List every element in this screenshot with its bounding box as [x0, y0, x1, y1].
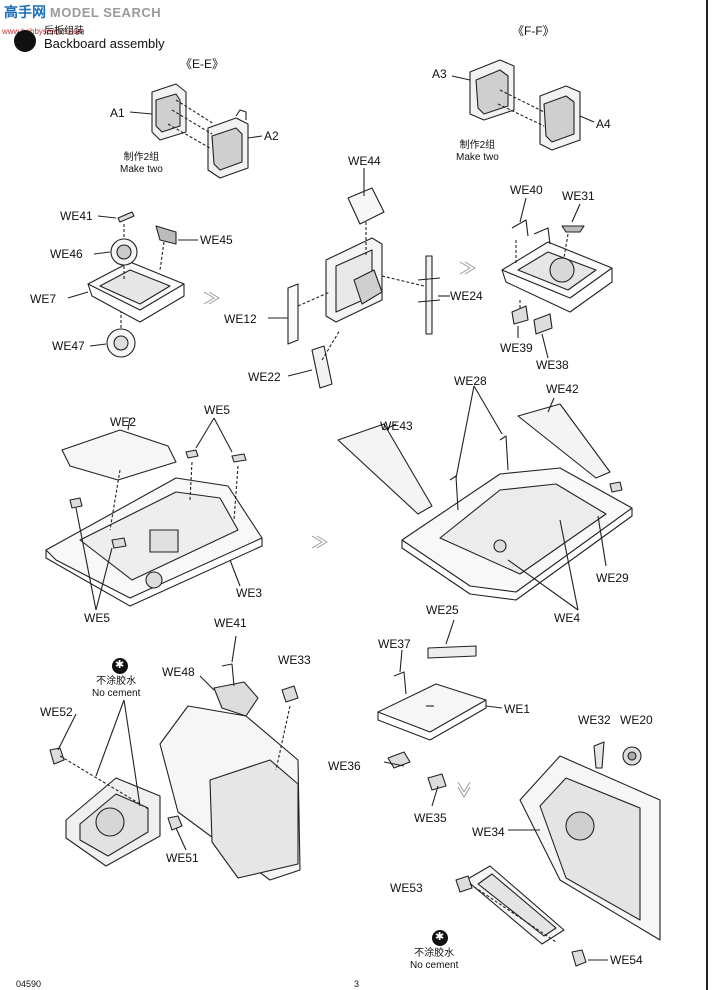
watermark-url: www.hobbysearch.com [2, 27, 85, 36]
no-cement-note-left: 不涂胶水 No cement [92, 676, 140, 700]
part-label-we28: WE28 [454, 374, 487, 388]
we12-panel-assembly [268, 168, 450, 389]
part-label-we41: WE41 [60, 209, 93, 223]
part-label-we35: WE35 [414, 811, 447, 825]
part-label-we38: WE38 [536, 358, 569, 372]
part-label-we53: WE53 [390, 881, 423, 895]
make-two-cn: 制作2组 [123, 152, 160, 163]
step-title-cn: 后板组装 [44, 26, 84, 37]
rear-hull-right-assembly [377, 619, 661, 967]
part-label-we7: WE7 [30, 292, 57, 306]
make-two-cn: 制作2组 [459, 140, 496, 151]
rear-hull-left-assembly [49, 635, 301, 881]
we7-box-assembly [67, 211, 198, 358]
no-cement-en: No cement [410, 960, 459, 971]
part-label-we29: WE29 [596, 571, 629, 585]
part-label-a2: A2 [264, 129, 279, 143]
watermark: 高手网 MODEL SEARCH [4, 2, 161, 22]
part-label-we22: WE22 [248, 370, 281, 384]
part-label-we40: WE40 [510, 183, 543, 197]
part-label-we5-bottom: WE5 [84, 611, 111, 625]
no-cement-en: No cement [92, 688, 141, 699]
part-label-we41-b: WE41 [214, 616, 247, 630]
part-label-we39: WE39 [500, 341, 533, 355]
no-cement-icon [432, 930, 448, 946]
part-label-we1: WE1 [504, 702, 531, 716]
jerrycan-ff [451, 59, 595, 151]
part-label-we46: WE46 [50, 247, 83, 261]
make-two-en: Make two [120, 164, 163, 175]
part-label-we3: WE3 [236, 586, 263, 600]
part-label-we48: WE48 [162, 665, 195, 679]
part-label-we2: WE2 [110, 415, 137, 429]
part-label-we32: WE32 [578, 713, 611, 727]
make-two-note-ff: 制作2组 Make two [456, 140, 499, 164]
part-label-we44: WE44 [348, 154, 381, 168]
part-label-we5-top: WE5 [204, 403, 231, 417]
part-label-we25: WE25 [426, 603, 459, 617]
part-label-a3: A3 [432, 67, 447, 81]
part-label-we45: WE45 [200, 233, 233, 247]
we4-floor-assembly [337, 385, 633, 611]
we31-box-assembly [501, 197, 613, 359]
part-label-we34: WE34 [472, 825, 505, 839]
make-two-note-ee: 制作2组 Make two [120, 152, 163, 176]
watermark-cn: 高手网 [4, 4, 46, 20]
part-label-we37: WE37 [378, 637, 411, 651]
step-number-badge [14, 30, 36, 52]
part-label-we24: WE24 [450, 289, 483, 303]
part-label-we12: WE12 [224, 312, 257, 326]
section-ff-label: 《F-F》 [512, 24, 555, 38]
part-label-we20: WE20 [620, 713, 653, 727]
part-label-we31: WE31 [562, 189, 595, 203]
we3-floor-assembly [45, 417, 263, 611]
part-label-we36: WE36 [328, 759, 361, 773]
part-label-a1: A1 [110, 106, 125, 120]
no-cement-cn: 不涂胶水 [414, 948, 455, 959]
part-label-we47: WE47 [52, 339, 85, 353]
no-cement-note-right: 不涂胶水 No cement [410, 948, 458, 972]
no-cement-icon [112, 658, 128, 674]
jerrycan-ee [129, 83, 263, 179]
part-label-we54: WE54 [610, 953, 643, 967]
no-cement-cn: 不涂胶水 [96, 676, 137, 687]
part-label-we43: WE43 [380, 419, 413, 433]
page-number: 3 [354, 979, 360, 989]
part-label-we52: WE52 [40, 705, 73, 719]
watermark-en: MODEL SEARCH [49, 5, 162, 20]
make-two-en: Make two [456, 152, 499, 163]
part-label-we33: WE33 [278, 653, 311, 667]
footer-code: 04590 [16, 979, 42, 989]
section-ee-label: 《E-E》 [180, 57, 225, 71]
page-border [706, 0, 708, 990]
part-label-we51: WE51 [166, 851, 199, 865]
part-label-we4: WE4 [554, 611, 581, 625]
part-label-a4: A4 [596, 117, 611, 131]
step-arrows [203, 261, 476, 798]
step-title-en: Backboard assembly [44, 36, 165, 51]
part-label-we42: WE42 [546, 382, 579, 396]
